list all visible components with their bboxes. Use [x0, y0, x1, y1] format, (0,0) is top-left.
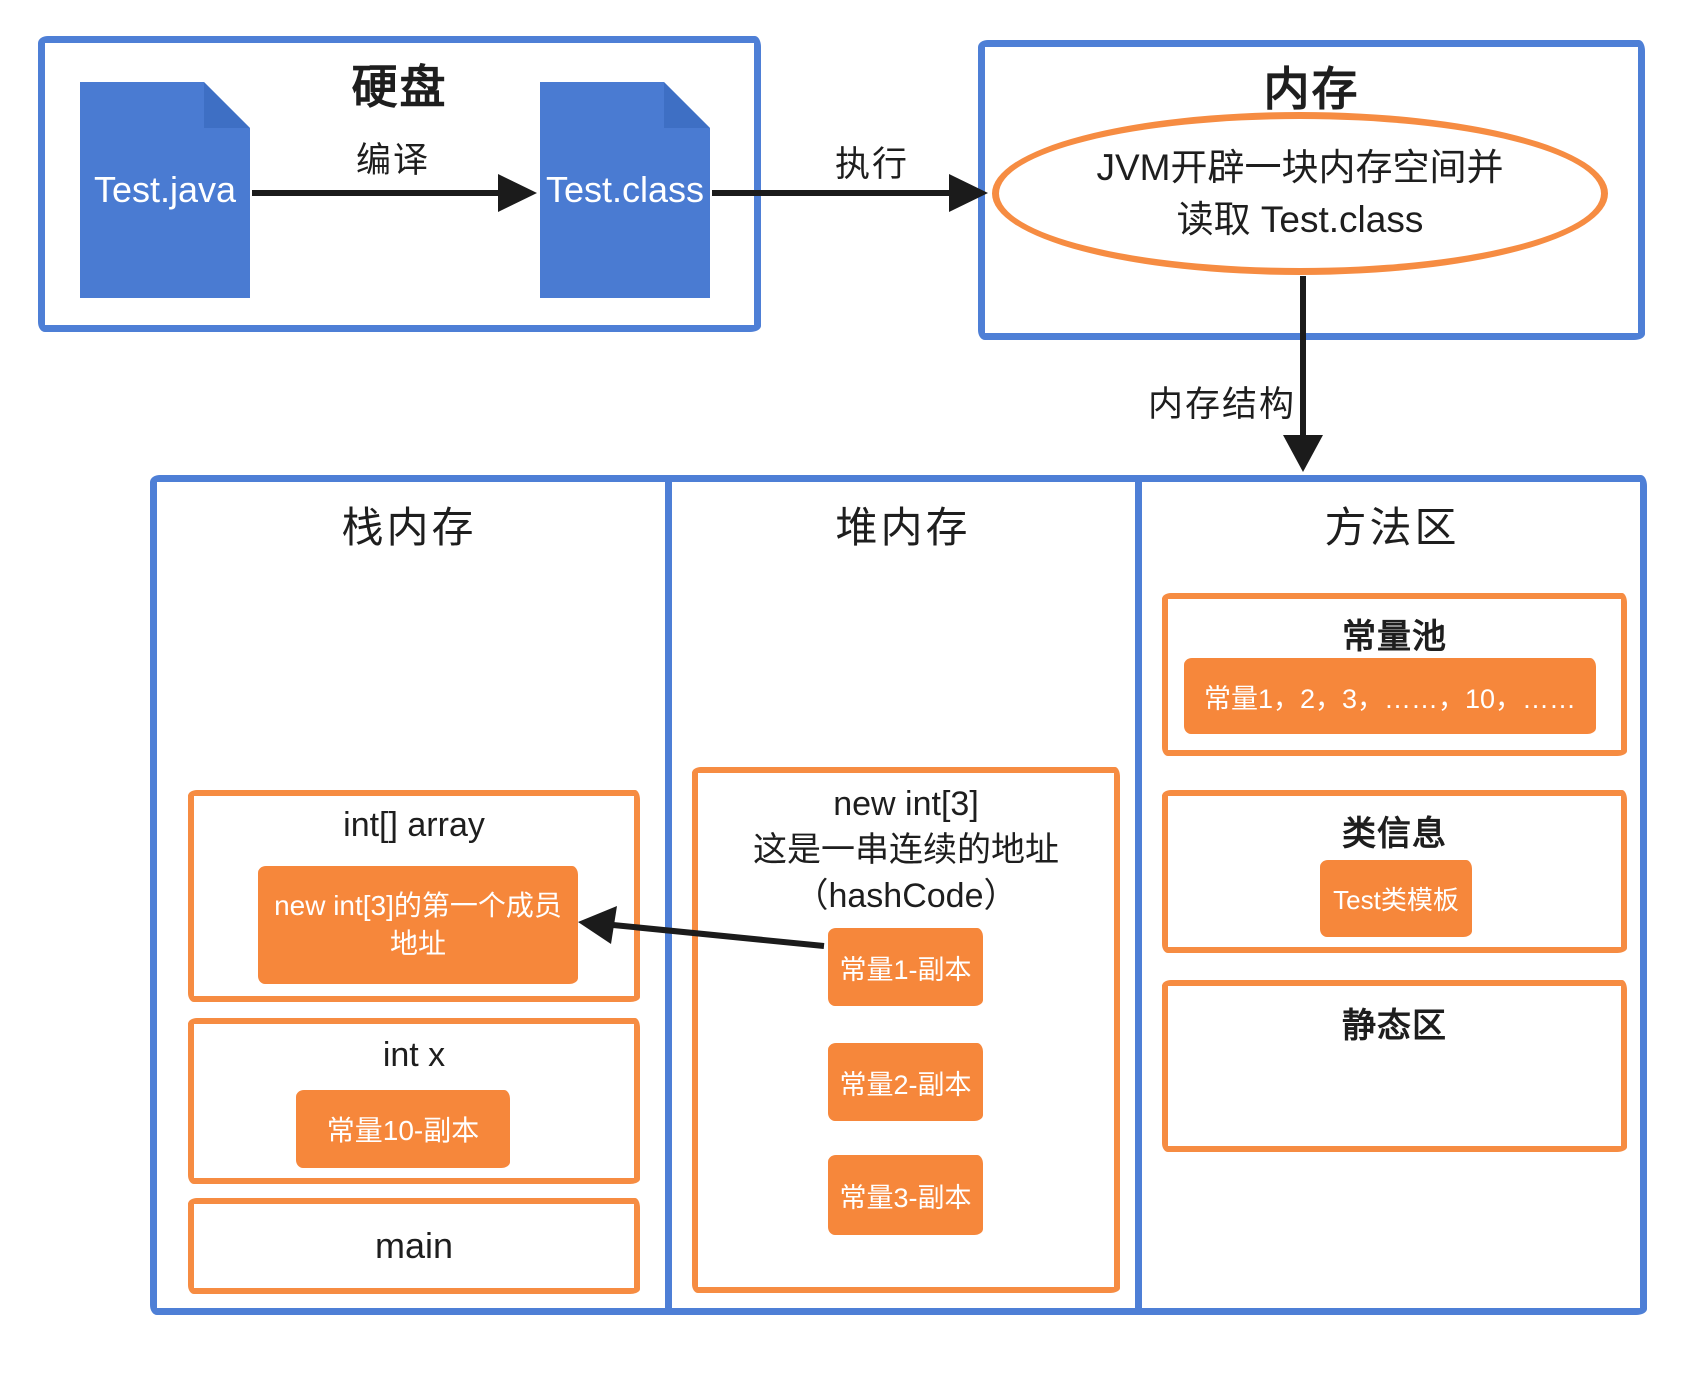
- array-address-box: new int[3]的第一个成员地址: [258, 866, 578, 984]
- file-icon-java: Test.java: [80, 82, 250, 298]
- test-template-box: Test类模板: [1320, 860, 1472, 937]
- static-area-label: 静态区: [1342, 1007, 1447, 1045]
- intx-frame-label: int x: [382, 1036, 446, 1074]
- heap-column-title: 堆内存: [835, 506, 971, 552]
- const2-copy-box: 常量2-副本: [828, 1043, 983, 1121]
- disk-box: 硬盘: [38, 36, 761, 332]
- file-class-label: Test.class: [545, 169, 705, 210]
- file-java-label: Test.java: [93, 169, 237, 210]
- heap-caption-line3: （hashCode）: [794, 877, 1018, 915]
- main-frame-label: main: [374, 1225, 454, 1266]
- file-icon-class: Test.class: [540, 82, 710, 298]
- array-frame-label: int[] array: [343, 806, 485, 844]
- disk-title: 硬盘: [351, 61, 448, 113]
- jvm-ellipse: JVM开辟一块内存空间并 读取 Test.class: [992, 112, 1608, 275]
- class-info-label: 类信息: [1342, 815, 1447, 853]
- const-pool-values-box: 常量1，2，3，……，10，……: [1184, 658, 1596, 734]
- memory-structure-label: 内存结构: [1147, 385, 1296, 424]
- const-pool-label: 常量池: [1342, 618, 1447, 656]
- static-area-frame: 静态区: [1162, 980, 1627, 1152]
- main-frame: main: [188, 1198, 640, 1294]
- memory-title: 内存: [1263, 63, 1360, 115]
- jvm-ellipse-text-line2: 读取 Test.class: [1176, 198, 1424, 240]
- memory-regions-container: [150, 475, 1647, 1315]
- column-divider: [665, 482, 672, 1308]
- const10-copy-box: 常量10-副本: [296, 1090, 510, 1168]
- execute-arrow-label: 执行: [834, 145, 909, 184]
- const1-copy-box: 常量1-副本: [828, 928, 983, 1006]
- heap-caption-line1: new int[3]: [833, 785, 979, 823]
- method-area-column-title: 方法区: [1324, 506, 1460, 552]
- jvm-ellipse-text-line1: JVM开辟一块内存空间并: [1096, 146, 1504, 188]
- compile-arrow-label: 编译: [355, 141, 430, 180]
- column-divider: [1135, 482, 1142, 1308]
- heap-caption-line2: 这是一串连续的地址: [753, 831, 1059, 869]
- stack-column-title: 栈内存: [341, 506, 477, 552]
- const3-copy-box: 常量3-副本: [828, 1155, 983, 1235]
